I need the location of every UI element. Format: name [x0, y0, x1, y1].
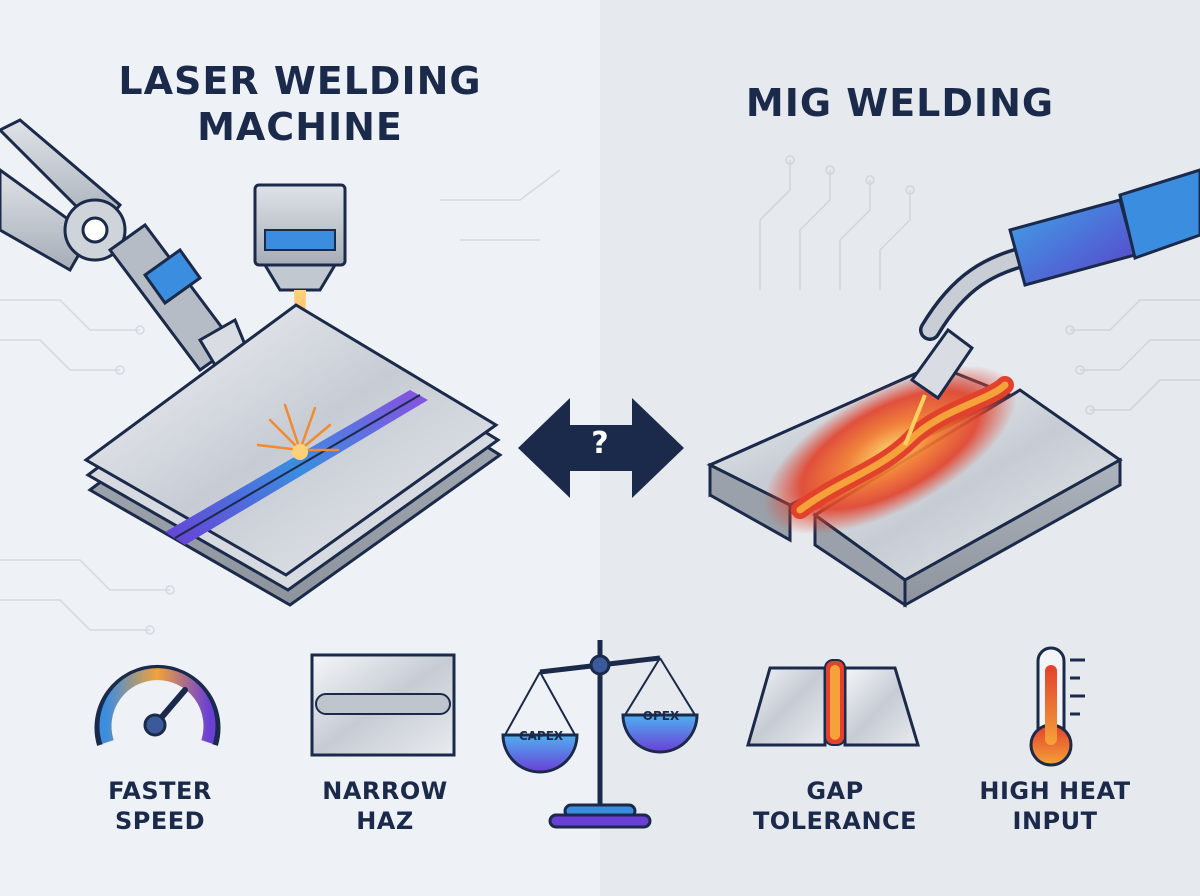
label-gap-tolerance: GAP TOLERANCE [752, 777, 918, 835]
label-faster-speed: FASTER SPEED [108, 777, 212, 835]
speedometer-icon [94, 664, 221, 746]
circuit-pattern-left [0, 169, 561, 635]
circuit-pattern-right [759, 155, 1200, 415]
opex-label: OPEX [642, 709, 680, 723]
mig-torch [903, 168, 1200, 446]
laser-sparks [256, 403, 340, 460]
robot-arm [0, 118, 250, 373]
capex-label: CAPEX [518, 729, 564, 743]
label-narrow-haz: NARROW HAZ [322, 777, 448, 835]
weld-bead-icon [310, 653, 456, 757]
label-high-heat-input: HIGH HEAT INPUT [979, 777, 1131, 835]
laser-head [253, 183, 347, 292]
title-mig-welding: MIG WELDING [745, 81, 1055, 125]
gap-joint-icon [746, 659, 921, 747]
balance-scale-icon [501, 640, 699, 829]
thermometer-icon [1029, 646, 1085, 767]
heat-affected-zone [763, 365, 1017, 535]
title-laser-welding: LASER WELDING MACHINE [118, 59, 482, 149]
question-mark: ? [591, 426, 609, 461]
comparison-arrow [518, 398, 684, 498]
